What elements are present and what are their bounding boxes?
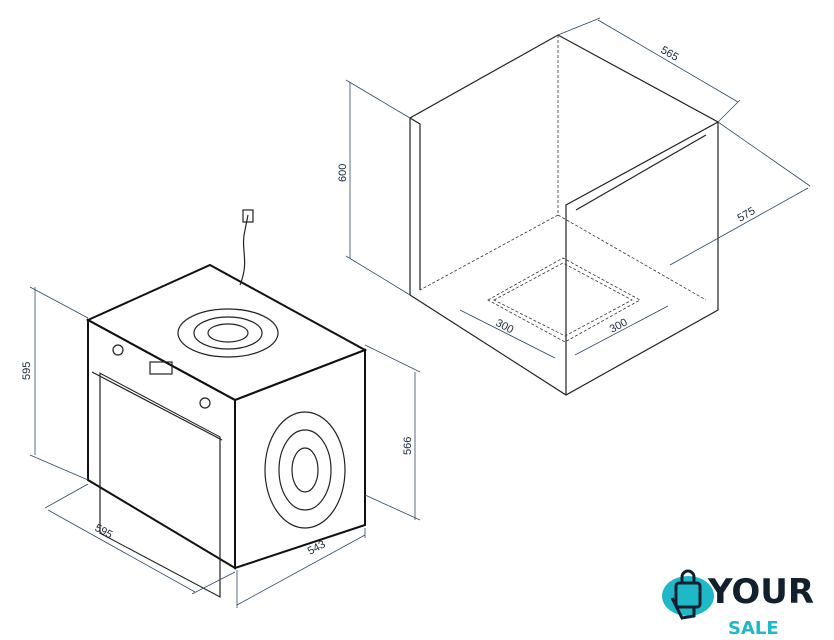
yoursale-logo: YOUR SALE	[662, 569, 814, 639]
shopping-bag-icon	[674, 581, 702, 609]
logo-text-your: YOUR	[707, 572, 814, 612]
label-niche-depth: 575	[736, 205, 758, 225]
label-oven-depth: 543	[306, 538, 328, 557]
label-niche-width: 565	[659, 44, 681, 64]
oven	[85, 209, 368, 598]
logo-text-sale: SALE	[728, 618, 779, 639]
dimension-lines	[29, 17, 811, 608]
label-vent-width: 300	[494, 317, 516, 336]
cabinet-niche	[409, 34, 719, 396]
label-oven-body-height: 566	[402, 437, 414, 455]
label-oven-height: 595	[21, 362, 33, 380]
label-niche-height: 600	[337, 164, 349, 182]
label-oven-width: 595	[93, 522, 115, 541]
hand-icon	[670, 597, 696, 620]
label-vent-depth: 300	[608, 316, 630, 335]
